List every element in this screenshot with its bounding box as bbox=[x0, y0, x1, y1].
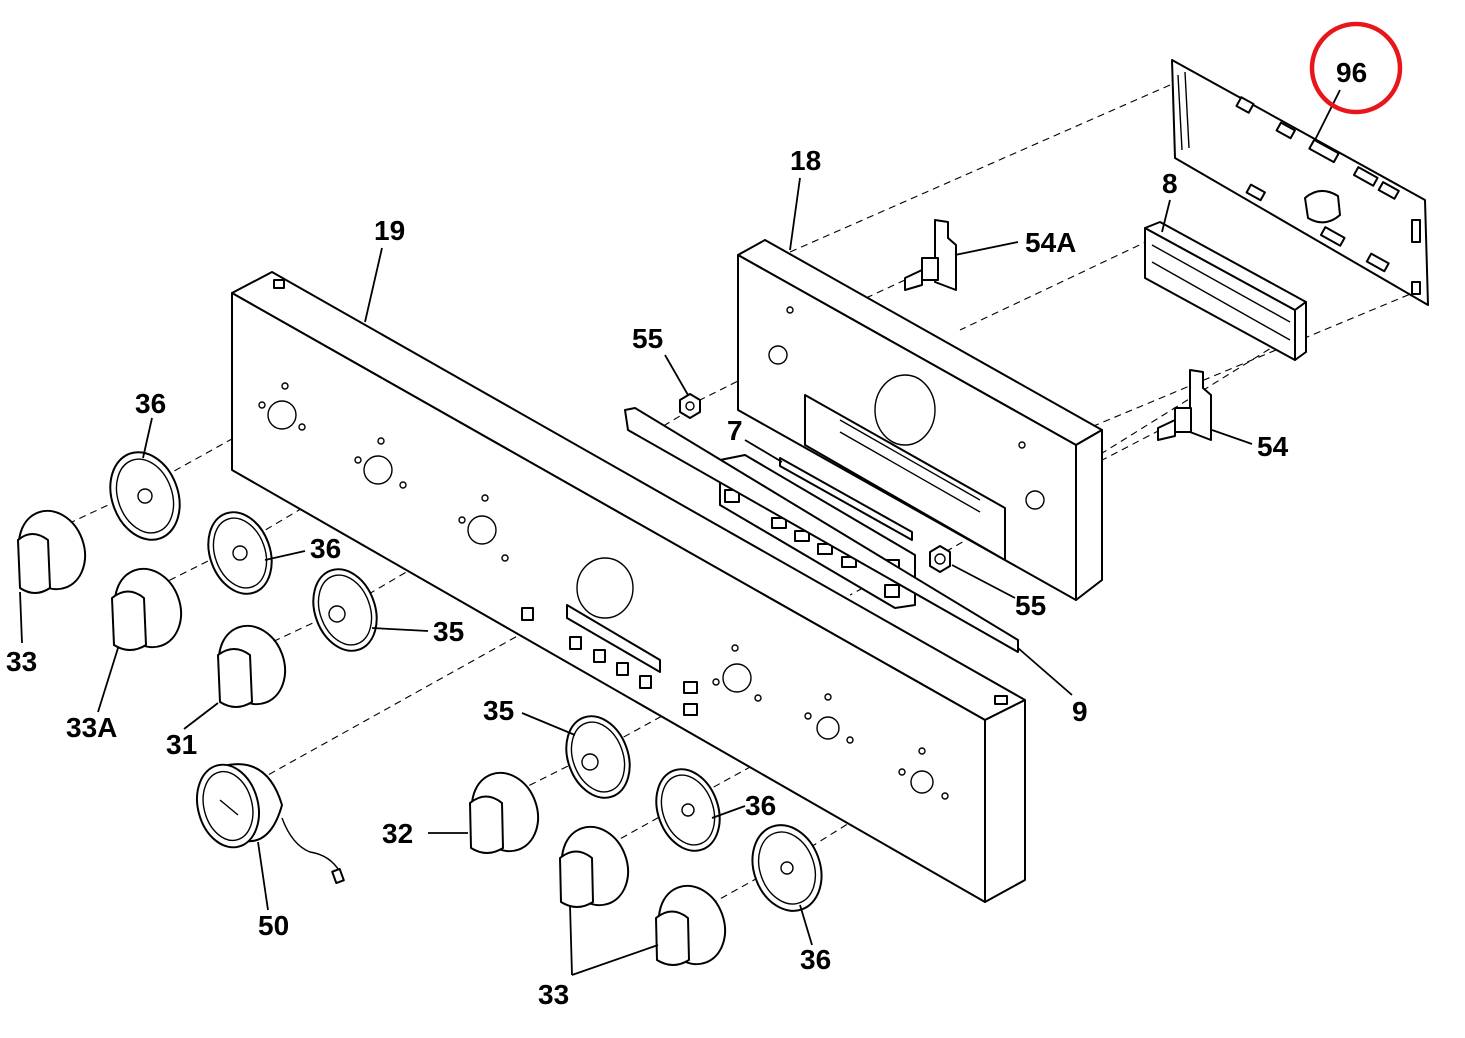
callout-8: 8 bbox=[1162, 168, 1178, 199]
knob-31[interactable] bbox=[208, 616, 296, 713]
trim-strip-9[interactable] bbox=[624, 407, 1019, 653]
callout-55-bottom: 55 bbox=[1015, 590, 1046, 621]
callout-35-upper: 35 bbox=[433, 616, 464, 647]
callout-19: 19 bbox=[374, 215, 405, 246]
callout-32: 32 bbox=[382, 818, 413, 849]
callout-50: 50 bbox=[258, 910, 289, 941]
leader-lines bbox=[19, 89, 1341, 976]
callout-9: 9 bbox=[1072, 696, 1088, 727]
callout-36-middle: 36 bbox=[310, 533, 341, 564]
switch-54A[interactable] bbox=[904, 219, 957, 291]
callout-31: 31 bbox=[166, 729, 197, 760]
bracket-8[interactable] bbox=[1144, 221, 1307, 361]
callout-33A: 33A bbox=[66, 712, 117, 743]
callout-54A: 54A bbox=[1025, 227, 1076, 258]
callout-33-upper: 33 bbox=[6, 646, 37, 677]
callout-36-lower-right: 36 bbox=[800, 944, 831, 975]
bezel-36-upper-left[interactable] bbox=[99, 442, 192, 549]
knob-33A[interactable] bbox=[104, 559, 192, 656]
nut-55-top[interactable] bbox=[679, 393, 701, 419]
callout-54: 54 bbox=[1257, 431, 1289, 462]
bezel-36-lower-right[interactable] bbox=[741, 815, 833, 920]
bezel-35-upper[interactable] bbox=[302, 560, 387, 659]
callout-labels: 96 18 19 8 54A 54 55 55 7 9 36 36 36 36 … bbox=[6, 57, 1367, 1010]
bezel-35-lower[interactable] bbox=[555, 707, 640, 806]
callout-96: 96 bbox=[1336, 57, 1367, 88]
control-board-96[interactable] bbox=[1171, 59, 1429, 306]
callout-36-upper: 36 bbox=[135, 388, 166, 419]
callout-35-lower: 35 bbox=[483, 695, 514, 726]
switch-54[interactable] bbox=[1157, 369, 1212, 441]
bezel-36-middle[interactable] bbox=[197, 503, 282, 602]
knob-33-upper[interactable] bbox=[8, 501, 96, 598]
nut-55-bottom[interactable] bbox=[929, 545, 951, 573]
callout-7: 7 bbox=[727, 415, 743, 446]
gauge-50[interactable] bbox=[188, 758, 345, 885]
rear-panel-18[interactable] bbox=[737, 239, 1103, 601]
callout-33-lower: 33 bbox=[538, 979, 569, 1010]
knob-33-lower-left[interactable] bbox=[551, 817, 639, 914]
highlight-circle bbox=[1309, 21, 1403, 115]
knob-32[interactable] bbox=[461, 763, 549, 860]
front-panel-19[interactable] bbox=[231, 271, 1026, 903]
callout-55-top: 55 bbox=[632, 323, 663, 354]
knob-33-lower-right[interactable] bbox=[648, 876, 736, 973]
bezel-36-lower-middle[interactable] bbox=[645, 760, 730, 859]
callout-18: 18 bbox=[790, 145, 821, 176]
callout-36-lower-middle: 36 bbox=[745, 790, 776, 821]
